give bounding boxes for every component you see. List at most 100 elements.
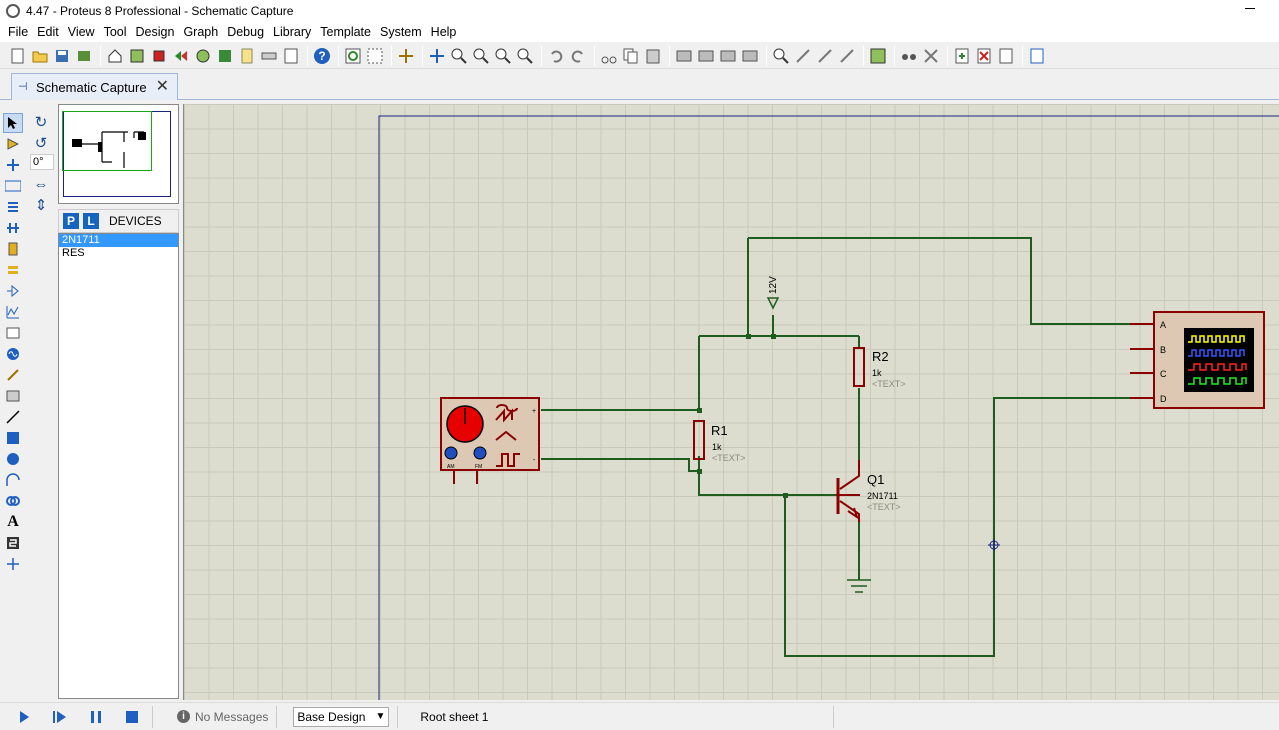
zoom-area-icon[interactable]	[515, 46, 535, 66]
tab-schematic-capture[interactable]: ⊣ Schematic Capture ✕	[11, 73, 178, 100]
exit-parent-icon[interactable]	[996, 46, 1016, 66]
text-tool-icon[interactable]: A	[7, 513, 19, 530]
path-tool-icon[interactable]	[3, 491, 23, 511]
menu-file[interactable]: File	[8, 25, 29, 39]
rotation-angle-field[interactable]: 0°	[30, 154, 54, 170]
copy-icon[interactable]	[621, 46, 641, 66]
zoom-in-icon[interactable]	[449, 46, 469, 66]
search-icon[interactable]	[899, 46, 919, 66]
document-icon[interactable]	[281, 46, 301, 66]
junction-mode-icon[interactable]	[3, 155, 23, 175]
selection-mode-icon[interactable]	[3, 113, 23, 133]
block-copy-icon[interactable]	[674, 46, 694, 66]
rotate-counterclockwise-icon[interactable]: ↺	[34, 135, 48, 152]
overview-window[interactable]	[58, 104, 179, 204]
refresh-icon[interactable]	[343, 46, 363, 66]
symbol-tool-icon[interactable]	[3, 533, 23, 553]
zoom-all-icon[interactable]	[493, 46, 513, 66]
mirror-horizontal-icon[interactable]: ⇔	[33, 175, 49, 193]
origin-icon[interactable]	[396, 46, 416, 66]
arc-tool-icon[interactable]	[3, 470, 23, 490]
bus-mode-icon[interactable]	[3, 218, 23, 238]
text-script-icon[interactable]	[3, 197, 23, 217]
schematic-icon[interactable]	[127, 46, 147, 66]
subcircuit-icon[interactable]	[3, 239, 23, 259]
resistor-r2: R2 1k <TEXT>	[853, 347, 906, 389]
mode-toolbar: A	[0, 112, 26, 592]
block-move-icon[interactable]	[696, 46, 716, 66]
design-variant-select[interactable]: Base Design ▼	[293, 706, 390, 727]
undo-icon[interactable]	[546, 46, 566, 66]
remove-sheet-icon[interactable]	[974, 46, 994, 66]
pick-device-icon[interactable]	[771, 46, 791, 66]
netlist-icon[interactable]	[1027, 46, 1047, 66]
cut-icon[interactable]	[599, 46, 619, 66]
bom-icon[interactable]	[237, 46, 257, 66]
circle-tool-icon[interactable]	[3, 449, 23, 469]
menu-debug[interactable]: Debug	[227, 25, 265, 39]
tools-icon[interactable]	[921, 46, 941, 66]
probe-mode-icon[interactable]	[3, 365, 23, 385]
devices-list[interactable]: 2N1711 RES	[58, 233, 179, 699]
line-tool-icon[interactable]	[3, 407, 23, 427]
paste-icon[interactable]	[643, 46, 663, 66]
plus-label: +	[532, 408, 536, 415]
menu-help[interactable]: Help	[430, 25, 457, 39]
menu-template[interactable]: Template	[320, 25, 371, 39]
message-status[interactable]: i No Messages	[177, 710, 268, 724]
mirror-vertical-icon[interactable]: ⇕	[34, 197, 48, 214]
generator-mode-icon[interactable]	[3, 344, 23, 364]
block-rotate-icon[interactable]	[718, 46, 738, 66]
rotate-clockwise-icon[interactable]: ↻	[34, 114, 48, 131]
box-tool-icon[interactable]	[3, 428, 23, 448]
new-file-icon[interactable]	[8, 46, 28, 66]
menu-tool[interactable]: Tool	[103, 25, 127, 39]
redo-icon[interactable]	[568, 46, 588, 66]
graph-mode-icon[interactable]	[3, 302, 23, 322]
gerber-icon[interactable]	[193, 46, 213, 66]
list-item[interactable]: 2N1711	[59, 234, 178, 247]
menu-system[interactable]: System	[379, 25, 422, 39]
menu-design[interactable]: Design	[135, 25, 175, 39]
pan-icon[interactable]	[427, 46, 447, 66]
pcb-icon[interactable]	[149, 46, 169, 66]
stop-icon[interactable]	[120, 707, 144, 727]
pause-icon[interactable]	[84, 707, 108, 727]
grid-toggle-icon[interactable]	[365, 46, 385, 66]
close-icon[interactable]: ✕	[155, 78, 169, 95]
zoom-out-icon[interactable]	[471, 46, 491, 66]
marker-tool-icon[interactable]	[3, 554, 23, 574]
3d-icon[interactable]	[171, 46, 191, 66]
schematic-drawing: 12V R1 1k <TEXT> R2 1k <TEXT> Q1 2N1711 …	[378, 115, 1279, 700]
notes-icon[interactable]	[259, 46, 279, 66]
minimize-button[interactable]	[1245, 2, 1257, 14]
new-sheet-icon[interactable]	[952, 46, 972, 66]
terminals-icon[interactable]	[3, 260, 23, 280]
decompose-icon[interactable]	[837, 46, 857, 66]
library-manager-button[interactable]: L	[83, 213, 99, 229]
device-pins-icon[interactable]	[3, 281, 23, 301]
help-icon[interactable]: ?	[312, 46, 332, 66]
play-icon[interactable]	[12, 707, 36, 727]
instruments-icon[interactable]	[3, 386, 23, 406]
open-folder-icon[interactable]	[30, 46, 50, 66]
wire-label-icon[interactable]	[3, 176, 23, 196]
home-icon[interactable]	[105, 46, 125, 66]
list-item[interactable]: RES	[62, 247, 85, 259]
property-assignment-icon[interactable]	[868, 46, 888, 66]
menu-edit[interactable]: Edit	[37, 25, 59, 39]
tape-recorder-icon[interactable]	[3, 323, 23, 343]
menu-graph[interactable]: Graph	[183, 25, 219, 39]
step-icon[interactable]	[48, 707, 72, 727]
save-icon[interactable]	[52, 46, 72, 66]
schematic-canvas[interactable]: 12V R1 1k <TEXT> R2 1k <TEXT> Q1 2N1711 …	[183, 104, 1279, 700]
design-explorer-icon[interactable]	[215, 46, 235, 66]
packaging-tool-icon[interactable]	[815, 46, 835, 66]
pick-devices-button[interactable]: P	[63, 213, 79, 229]
import-icon[interactable]	[74, 46, 94, 66]
menu-library[interactable]: Library	[273, 25, 312, 39]
block-delete-icon[interactable]	[740, 46, 760, 66]
menu-view[interactable]: View	[67, 25, 95, 39]
make-device-icon[interactable]	[793, 46, 813, 66]
component-mode-icon[interactable]	[3, 134, 23, 154]
